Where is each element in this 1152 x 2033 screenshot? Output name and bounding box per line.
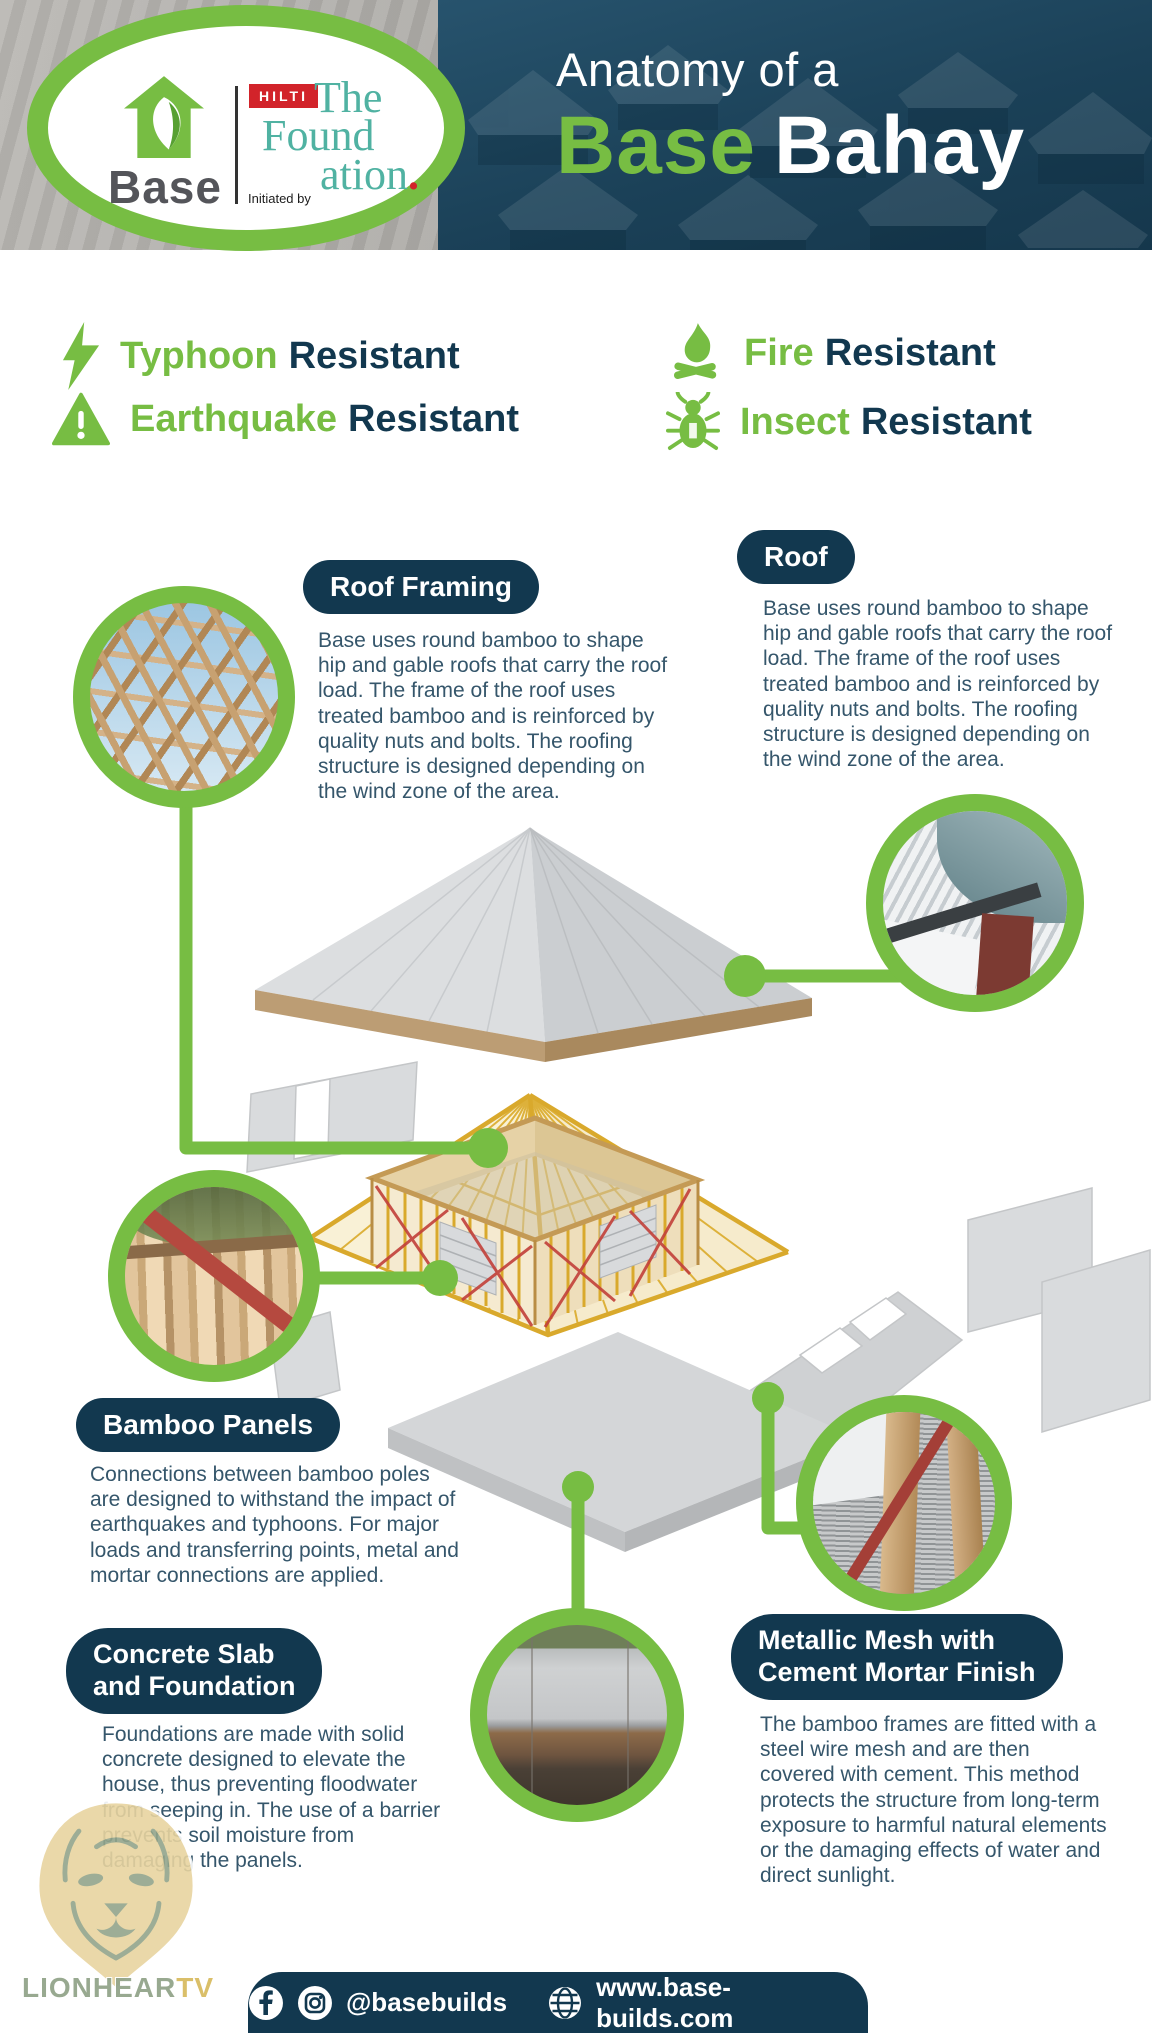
- footer-bar: @basebuilds www.base-builds.com: [248, 1972, 868, 2033]
- logo-divider: [235, 86, 238, 204]
- foundation-red-dot: .: [407, 150, 419, 199]
- foundation-logo-line1: The: [314, 73, 383, 122]
- header: Base HILTI The Found ation. Initiated by…: [0, 0, 1152, 251]
- concrete-slab-pill: Concrete Slab and Foundation: [66, 1628, 323, 1714]
- header-photo-panel: [438, 0, 1152, 250]
- window-panels: [439, 1204, 657, 1296]
- roof-framing-pill: Roof Framing: [303, 560, 539, 614]
- globe-icon: [549, 1986, 582, 2019]
- foundation-logo-line3: ation.: [320, 150, 419, 199]
- foundation-photo: [470, 1608, 684, 1822]
- wall-panels: [246, 1061, 1151, 1466]
- bamboo-panels-text: Connections between bamboo poles are des…: [90, 1463, 459, 1587]
- metallic-mesh-text: The bamboo frames are fitted with a stee…: [760, 1713, 1107, 1888]
- base-logo-text: Base: [108, 161, 222, 213]
- roof-pill: Roof: [737, 530, 855, 584]
- bamboo-panels-pill: Bamboo Panels: [76, 1398, 341, 1452]
- base-house-icon: [124, 76, 204, 159]
- roof-framing-grid: [308, 1093, 790, 1338]
- bamboo-pole: [945, 1412, 987, 1594]
- website-url[interactable]: www.base-builds.com: [596, 1971, 734, 2033]
- initiated-by-label: Initiated by: [248, 191, 311, 206]
- logo-badge: Base HILTI The Found ation. Initiated by: [27, 5, 465, 251]
- roof-text: Base uses round bamboo to shape hip and …: [763, 597, 1113, 772]
- roof-framing-photo: [73, 586, 295, 808]
- title-line1: Anatomy of a: [556, 43, 839, 96]
- roof-framing-text: Base uses round bamboo to shape hip and …: [318, 629, 668, 804]
- rebar-lines: [487, 1625, 667, 1805]
- bamboo-frame-box: [364, 1115, 706, 1328]
- lionheartv-label: LIONHEARTV: [22, 1972, 215, 2003]
- rooftops-pattern: [468, 45, 1152, 250]
- warning-icon: [52, 392, 110, 446]
- bamboo-panels-photo: [108, 1170, 320, 1382]
- instagram-icon[interactable]: [297, 1985, 333, 2021]
- title-bahay: Bahay: [774, 100, 1026, 191]
- connector-dots: [422, 955, 784, 1503]
- lionheartv-watermark: [36, 1800, 196, 1992]
- lightning-icon: [62, 322, 100, 390]
- social-handle[interactable]: @basebuilds: [345, 1987, 508, 2017]
- facebook-icon[interactable]: [248, 1985, 284, 2021]
- fire-icon: [673, 323, 717, 380]
- insect-icon: [666, 392, 720, 450]
- roof-photo: [866, 794, 1084, 1012]
- roof-shell: [255, 827, 812, 1062]
- hilti-logo: HILTI: [249, 84, 318, 108]
- title-base: Base: [556, 100, 757, 191]
- metallic-mesh-photo: [796, 1395, 1012, 1611]
- red-pillar: [976, 913, 1034, 995]
- foundation-logo-line2: Found: [262, 111, 375, 160]
- metallic-mesh-pill: Metallic Mesh with Cement Mortar Finish: [731, 1614, 1063, 1700]
